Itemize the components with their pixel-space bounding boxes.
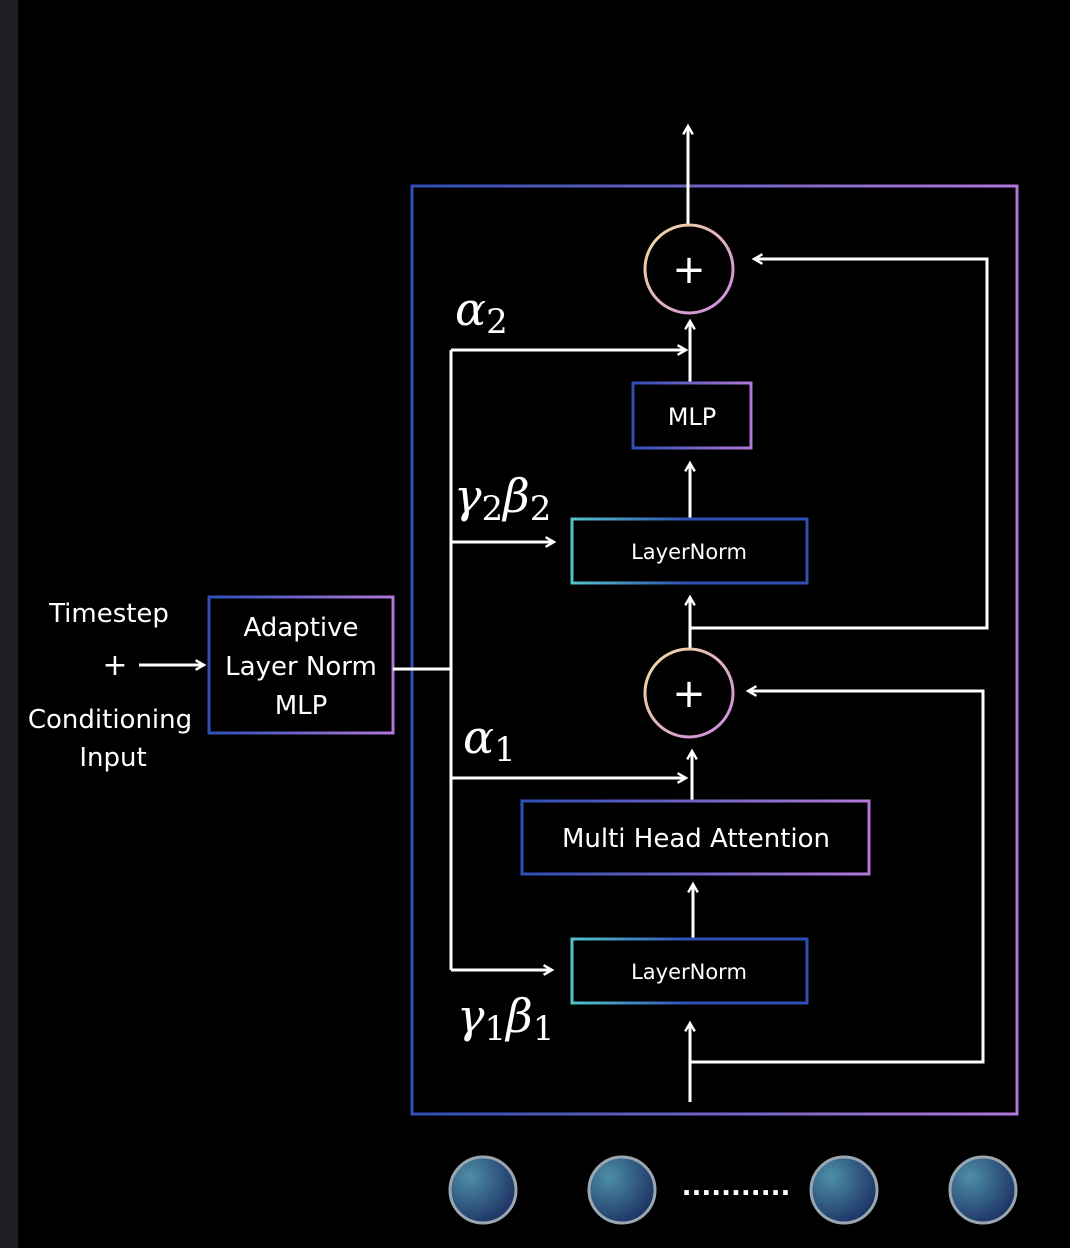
dit-block-diagram: Timestep + Conditioning Input Adaptive L… [28, 123, 1019, 1225]
multi-head-attention-box [520, 799, 871, 876]
add-symbol-bottom: + [672, 671, 706, 717]
layernorm-top-label: LayerNorm [631, 540, 747, 564]
plus-label: + [102, 648, 127, 683]
layernorm-bottom-box [570, 937, 809, 1005]
mlp-label: MLP [668, 403, 717, 431]
residual-add-bottom [643, 647, 735, 739]
gamma2-beta2-label: γ2β2 [454, 469, 551, 529]
residual-skip-top [690, 253, 989, 630]
residual-add-top [643, 223, 735, 315]
add-symbol-top: + [672, 247, 706, 293]
adaln-label-line2: Layer Norm [225, 652, 377, 682]
token-1 [448, 1155, 518, 1225]
timestep-label: Timestep [48, 599, 169, 629]
token-4 [948, 1155, 1018, 1225]
alpha2-label: α2 [455, 282, 508, 342]
conditioning-label: Conditioning [28, 705, 192, 735]
adaptive-layernorm-mlp-box [207, 595, 395, 735]
gamma1-beta1-label: γ1β1 [457, 989, 554, 1049]
diagram-canvas: Timestep + Conditioning Input Adaptive L… [18, 0, 1070, 1248]
token-2 [587, 1155, 657, 1225]
layernorm-top-box [570, 517, 809, 585]
input-label: Input [79, 743, 146, 773]
layernorm-bottom-label: LayerNorm [631, 960, 747, 984]
token-3 [809, 1155, 879, 1225]
transformer-block-frame [410, 184, 1019, 1116]
residual-skip-bottom [690, 685, 985, 1064]
multi-head-attention-label: Multi Head Attention [562, 824, 830, 854]
alpha1-label: α1 [463, 710, 516, 770]
token-ellipsis: ........... [682, 1172, 791, 1202]
adaln-label-line1: Adaptive [243, 613, 358, 643]
mlp-box [631, 381, 753, 450]
adaln-label-line3: MLP [275, 691, 328, 721]
